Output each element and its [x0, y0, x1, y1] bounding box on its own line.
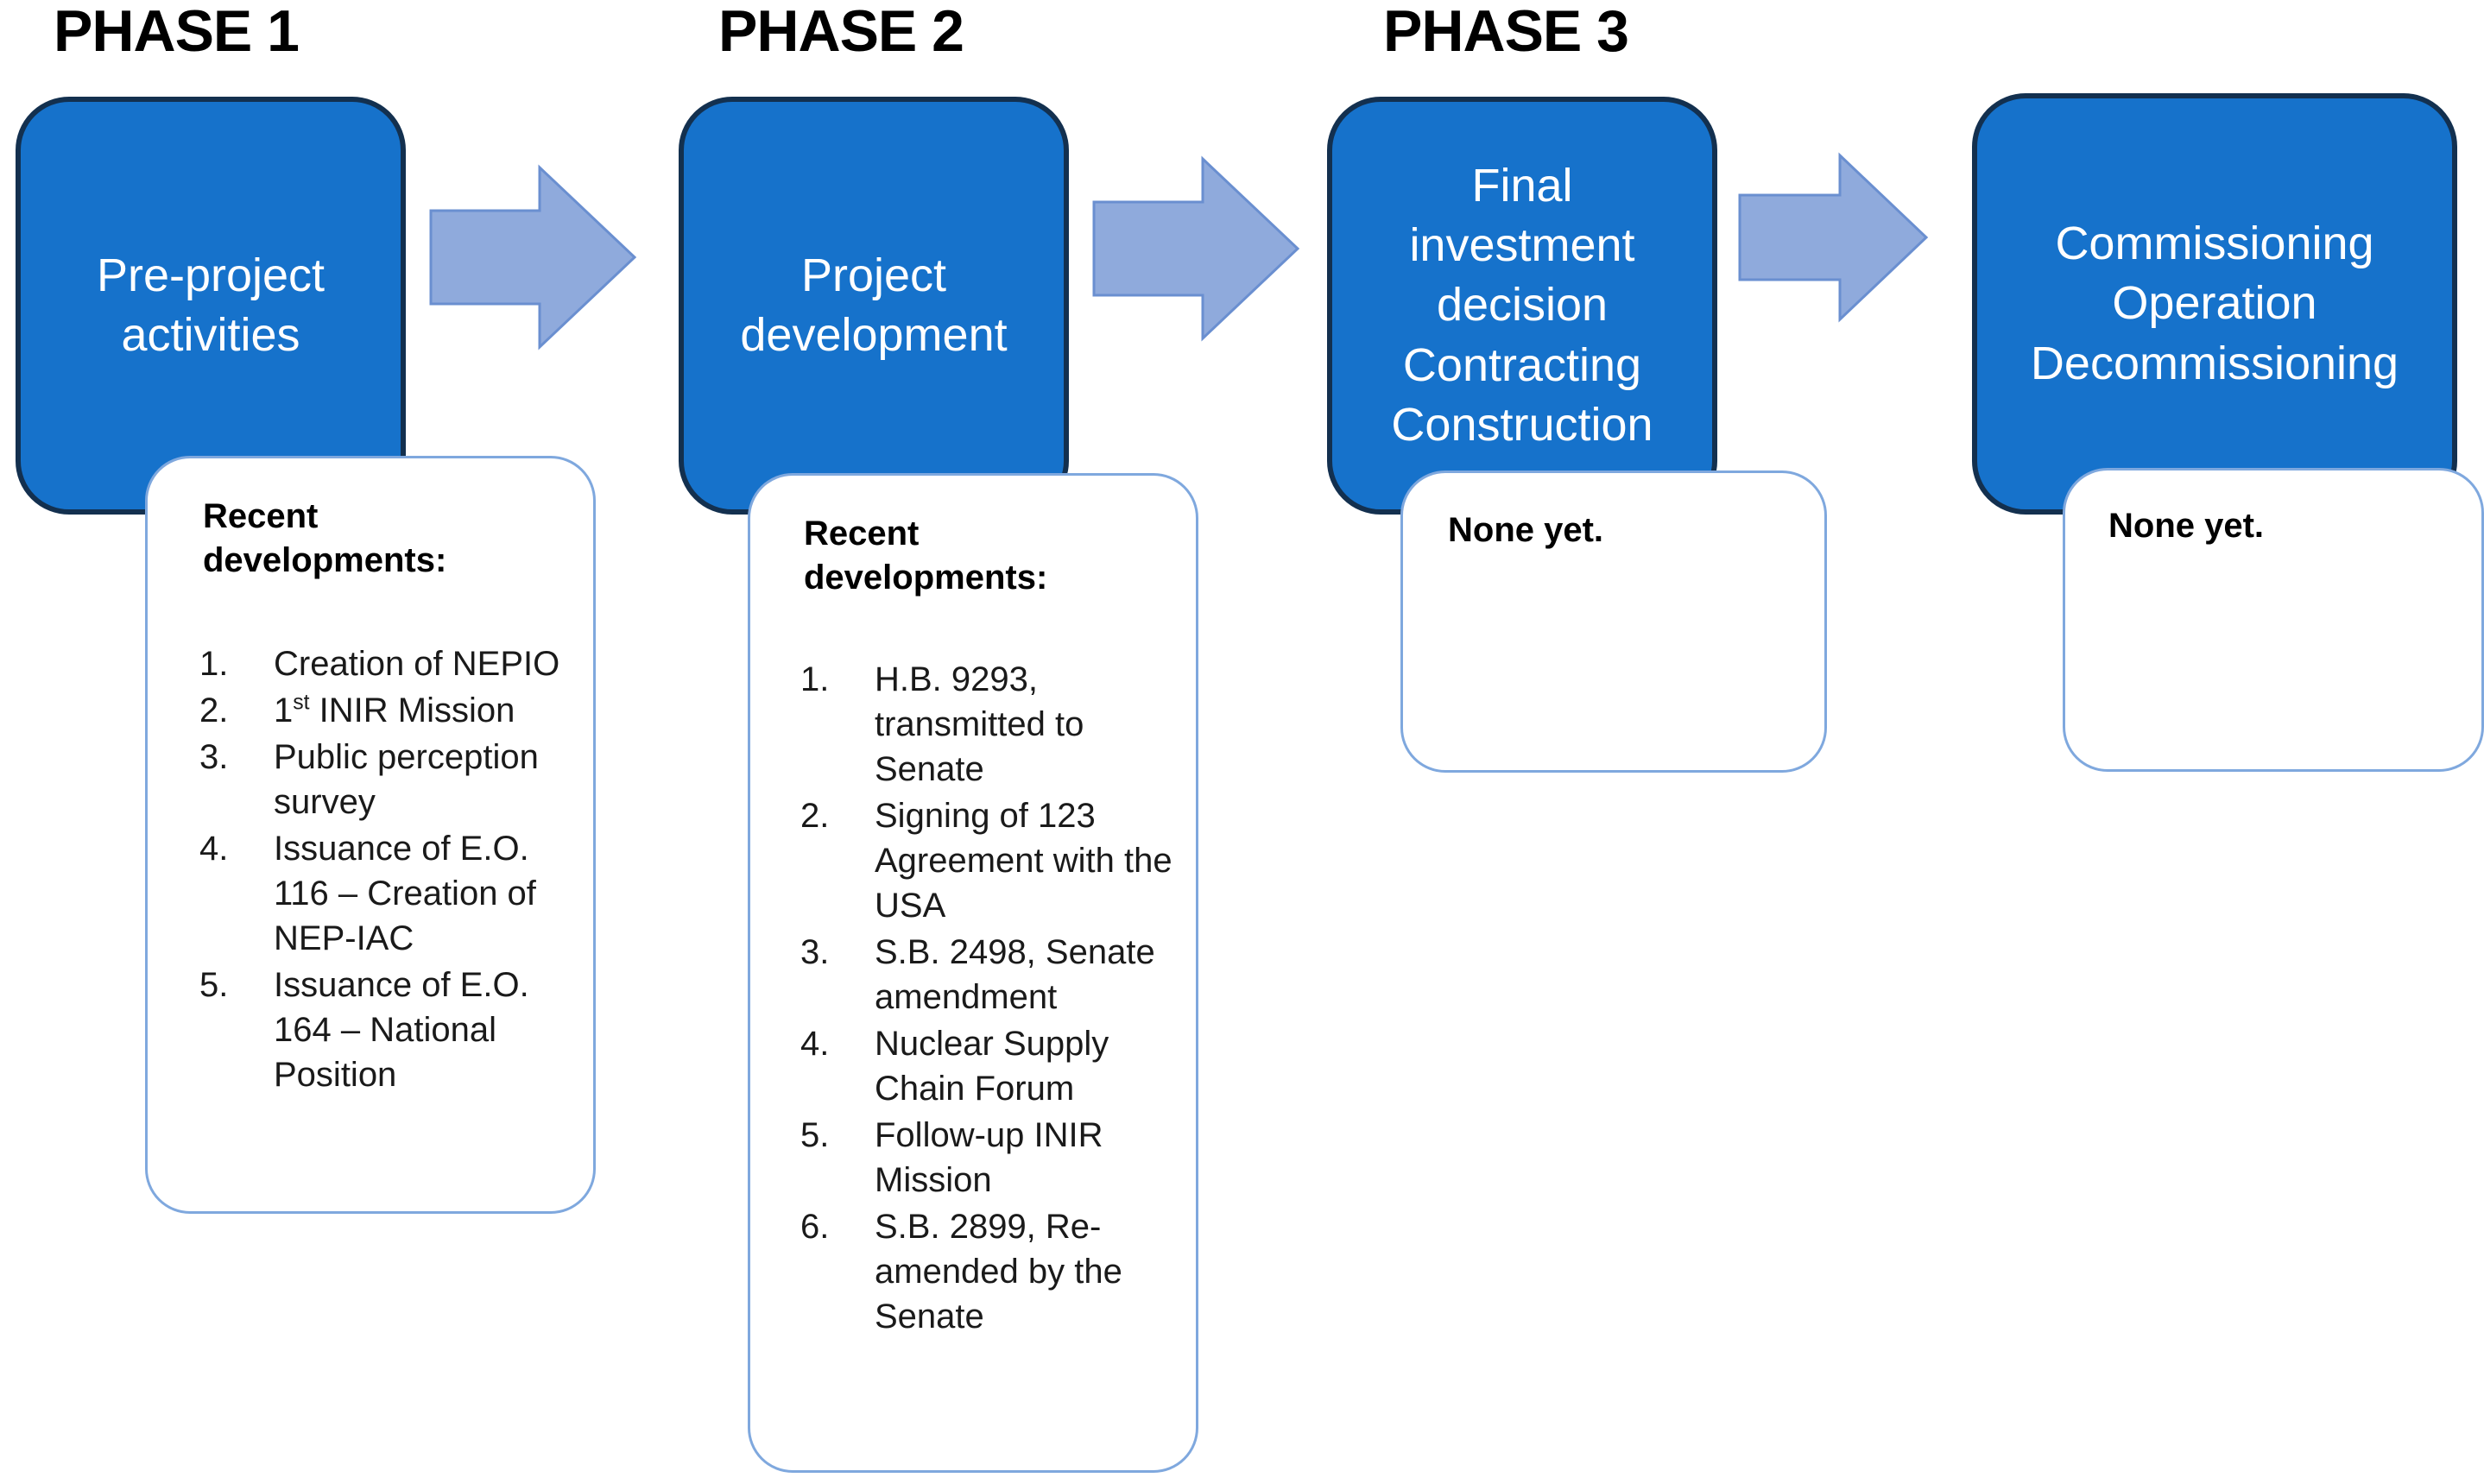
arrow-phase3-to-phase4-icon [1738, 152, 1929, 323]
note-card-phase-1[interactable]: Recent developments: 1. Creation of NEPIO… [145, 456, 596, 1214]
phase-box-3[interactable]: Final investment decision Contracting Co… [1327, 97, 1717, 515]
note-list-item-number: 2. [800, 797, 830, 835]
note-card-3-empty-label: None yet. [1448, 511, 1604, 549]
phase-heading-3: PHASE 3 [1383, 0, 1629, 64]
arrow-phase2-to-phase3-icon [1092, 155, 1300, 342]
note-card-2-list: 1. H.B. 9293, transmitted to Senate 2. Sign… [800, 657, 1180, 1341]
note-list-item-text: Creation of NEPIO [274, 645, 560, 683]
note-list-item-number: 5. [199, 966, 229, 1004]
note-list-item-text: 1st INIR Mission [274, 691, 515, 729]
note-list-item-number: 6. [800, 1208, 830, 1246]
note-card-2-title: Recent developments: [804, 515, 1048, 597]
note-list-item-number: 3. [199, 738, 229, 776]
phase-heading-2: PHASE 2 [718, 0, 964, 64]
note-card-phase-3[interactable]: None yet. [1400, 470, 1827, 773]
note-list-item: 1. Creation of NEPIO [199, 641, 571, 686]
note-list-item-text: Follow-up INIR Mission [875, 1116, 1103, 1199]
note-list-item: 2. 1st INIR Mission [199, 688, 571, 733]
note-list-item-number: 5. [800, 1116, 830, 1154]
note-list-item-text: H.B. 9293, transmitted to Senate [875, 660, 1084, 788]
note-list-item: 3. S.B. 2498, Senate amendment [800, 930, 1180, 1020]
phase-box-4[interactable]: Commissioning Operation Decommissioning [1972, 93, 2457, 515]
note-list-item-number: 4. [800, 1025, 830, 1063]
note-list-item-text: S.B. 2498, Senate amendment [875, 933, 1155, 1016]
arrow-phase1-to-phase2-icon [429, 164, 637, 350]
note-list-item-number: 1. [800, 660, 830, 698]
note-list-item: 2. Signing of 123 Agreement with the USA [800, 793, 1180, 928]
phase-box-2[interactable]: Project development [679, 97, 1069, 515]
note-list-item-number: 3. [800, 933, 830, 971]
note-list-item-number: 1. [199, 645, 229, 683]
note-card-phase-4[interactable]: None yet. [2063, 468, 2484, 772]
note-card-phase-2[interactable]: Recent developments: 1. H.B. 9293, transm… [748, 473, 1198, 1473]
note-list-item: 4. Nuclear Supply Chain Forum [800, 1021, 1180, 1111]
note-list-item: 1. H.B. 9293, transmitted to Senate [800, 657, 1180, 792]
note-list-item: 6. S.B. 2899, Re-amended by the Senate [800, 1204, 1180, 1339]
phase-box-3-label: Final investment decision Contracting Co… [1391, 160, 1653, 451]
note-card-4-empty-label: None yet. [2108, 507, 2265, 545]
note-list-item-text: Signing of 123 Agreement with the USA [875, 797, 1172, 925]
note-list-item-number: 4. [199, 830, 229, 868]
phase-box-2-label: Project development [740, 249, 1008, 361]
note-card-1-list: 1. Creation of NEPIO 2. 1st INIR Mission 3. P… [199, 641, 571, 1099]
note-list-item-text: Issuance of E.O. 116 – Creation of NEP-I… [274, 830, 536, 957]
note-list-item-number: 2. [199, 691, 229, 729]
note-list-item-text: S.B. 2899, Re-amended by the Senate [875, 1208, 1122, 1336]
note-list-item: 5. Follow-up INIR Mission [800, 1113, 1180, 1203]
note-list-item: 5. Issuance of E.O. 164 – National Positi… [199, 963, 571, 1097]
note-list-item-text: Public perception survey [274, 738, 539, 821]
note-list-item: 3. Public perception survey [199, 735, 571, 824]
note-list-item-text: Issuance of E.O. 164 – National Position [274, 966, 529, 1094]
phase-box-1-label: Pre-project activities [96, 249, 326, 361]
note-card-1-title: Recent developments: [203, 497, 447, 580]
note-list-item-text: Nuclear Supply Chain Forum [875, 1025, 1109, 1108]
phase-box-4-label: Commissioning Operation Decommissioning [2030, 218, 2399, 389]
phase-box-1[interactable]: Pre-project activities [16, 97, 406, 515]
note-list-item: 4. Issuance of E.O. 116 – Creation of NEP… [199, 826, 571, 961]
phase-heading-1: PHASE 1 [54, 0, 300, 64]
